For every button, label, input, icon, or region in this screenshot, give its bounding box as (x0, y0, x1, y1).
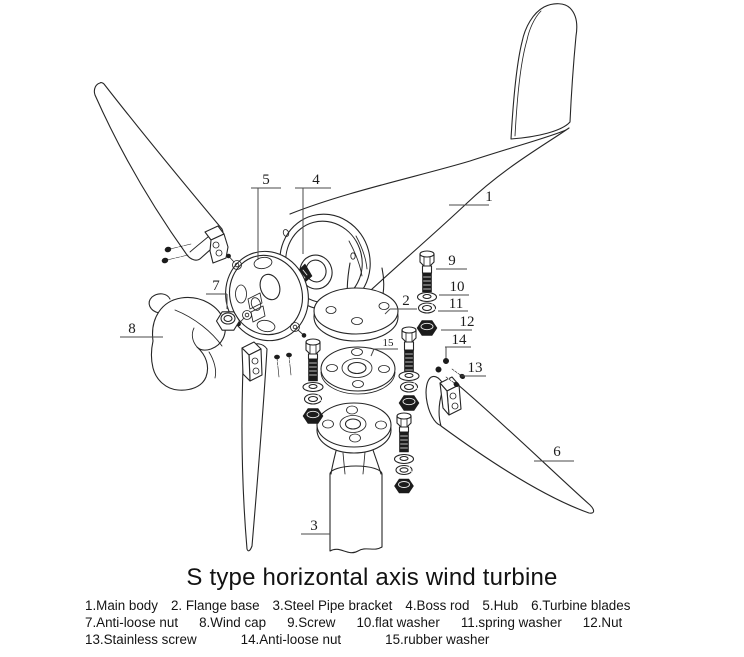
legend-item: 11.spring washer (460, 615, 562, 630)
blade-bracket-top-left (204, 225, 229, 264)
stainless-screws-13 (445, 368, 466, 387)
callout-label-14: 14 (452, 332, 468, 348)
callout-label-1: 1 (485, 189, 493, 205)
flat-washer-10 (416, 291, 438, 303)
boss-rod (295, 254, 333, 290)
wind-cap (148, 293, 226, 391)
callout-label-8: 8 (128, 321, 136, 337)
bolt-stack-middle (398, 326, 420, 411)
callout-leader-2 (384, 308, 391, 315)
stainless-screws-top-left (161, 243, 192, 264)
bolt-stack-lower (393, 412, 415, 494)
legend-item: 6.Turbine blades (531, 598, 631, 613)
legend-item: 7.Anti-loose nut (85, 615, 179, 630)
legend-item: 3.Steel Pipe bracket (272, 598, 393, 613)
stainless-screws-bottom-left (274, 352, 293, 378)
legend-item: 10.flat washer (356, 615, 440, 630)
spring-washer-11 (417, 302, 437, 314)
blade-top-left (93, 82, 229, 264)
legend-item: 15.rubber washer (385, 632, 490, 647)
callout-label-6: 6 (553, 444, 561, 460)
legend-row: 13.Stainless screw 14.Anti-loose nut 15.ru… (85, 631, 630, 648)
nut-12 (416, 320, 438, 336)
legend-item: 12.Nut (582, 615, 623, 630)
steel-pipe-bracket (316, 402, 392, 554)
blade-bottom-right (425, 375, 595, 514)
rubber-washer (320, 346, 396, 395)
callout-label-3: 3 (310, 518, 318, 534)
flange-base (313, 287, 399, 342)
legend-row: 7.Anti-loose nut 8.Wind cap 9.Screw 10.flat… (85, 614, 630, 631)
callout-label-7: 7 (212, 278, 220, 294)
legend-item: 2. Flange base (170, 598, 260, 613)
figure-title: S type horizontal axis wind turbine (186, 564, 558, 591)
legend-item: 5.Hub (482, 598, 519, 613)
callout-label-5: 5 (262, 172, 270, 188)
callout-label-11: 11 (449, 296, 463, 312)
callout-label-2: 2 (402, 293, 410, 309)
blade-bracket-bottom-left (241, 341, 263, 382)
blade-bottom-left (241, 341, 293, 552)
callout-label-4: 4 (312, 172, 320, 188)
callout-label-9: 9 (448, 253, 456, 269)
legend-row: 1.Main body 2. Flange base 3.Steel Pipe br… (85, 597, 630, 614)
callout-leader-15 (370, 348, 375, 357)
legend-item: 13.Stainless screw (85, 632, 197, 647)
legend-item: 1.Main body (85, 598, 158, 613)
legend-item: 8.Wind cap (199, 615, 267, 630)
anti-loose-nut-7 (215, 311, 241, 331)
hub (225, 250, 309, 342)
legend-item: 9.Screw (287, 615, 336, 630)
callout-label-12: 12 (460, 314, 475, 330)
legend-item: 4.Boss rod (405, 598, 470, 613)
legend-item: 14.Anti-loose nut (240, 632, 342, 647)
screw-9 (419, 250, 435, 293)
callout-label-15: 15 (383, 337, 395, 349)
anti-loose-nuts-14 (435, 357, 449, 373)
callout-label-13: 13 (468, 360, 483, 376)
bolt-stack-left (302, 338, 324, 424)
parts-legend: 1.Main body 2. Flange base 3.Steel Pipe br… (85, 597, 630, 648)
callout-label-10: 10 (450, 279, 465, 295)
